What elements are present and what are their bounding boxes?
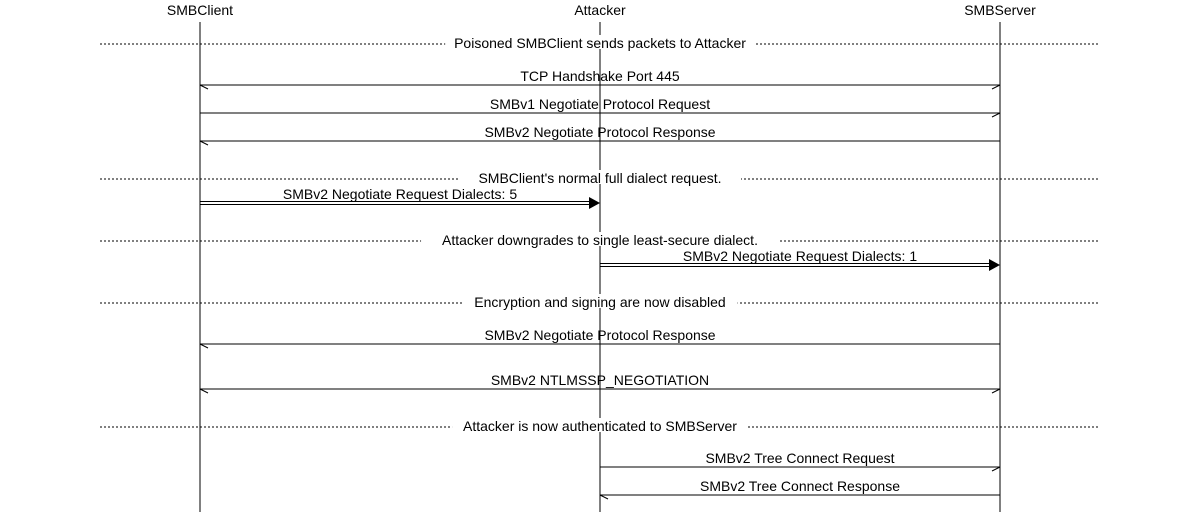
divider-label-bg bbox=[459, 170, 741, 184]
message-1: TCP Handshake Port 445 bbox=[199, 68, 1001, 90]
divider-label-bg bbox=[462, 294, 738, 308]
message-2: SMBv1 Negotiate Protocol Request bbox=[200, 96, 1001, 118]
message-label: TCP Handshake Port 445 bbox=[520, 68, 679, 84]
arrowhead-open bbox=[599, 494, 609, 500]
divider-label: Attacker is now authenticated to SMBServ… bbox=[463, 418, 737, 434]
divider-0: Poisoned SMBClient sends packets to Atta… bbox=[100, 35, 1100, 51]
message-13: SMBv2 Tree Connect Response bbox=[599, 478, 1000, 500]
message-3: SMBv2 Negotiate Protocol Response bbox=[199, 124, 1000, 146]
divider-label: SMBClient's normal full dialect request. bbox=[478, 170, 721, 186]
arrowhead-open bbox=[991, 388, 1001, 394]
message-label: SMBv2 Negotiate Request Dialects: 5 bbox=[283, 186, 517, 202]
arrowhead-filled bbox=[589, 197, 600, 209]
divider-label-bg bbox=[452, 418, 748, 432]
divider-label-bg bbox=[445, 35, 755, 49]
divider-6: Attacker downgrades to single least-secu… bbox=[100, 232, 1100, 248]
divider-label: Poisoned SMBClient sends packets to Atta… bbox=[454, 35, 746, 51]
arrowhead-open bbox=[991, 466, 1001, 472]
arrowhead-open bbox=[199, 84, 209, 90]
message-label: SMBv2 Tree Connect Response bbox=[700, 478, 900, 494]
divider-11: Attacker is now authenticated to SMBServ… bbox=[100, 418, 1100, 434]
arrowhead-open bbox=[991, 112, 1001, 118]
divider-label: Encryption and signing are now disabled bbox=[474, 294, 725, 310]
participant-server-label: SMBServer bbox=[964, 2, 1036, 18]
divider-8: Encryption and signing are now disabled bbox=[100, 294, 1100, 310]
message-7: SMBv2 Negotiate Request Dialects: 1 bbox=[600, 248, 1000, 271]
message-label: SMBv2 NTLMSSP_NEGOTIATION bbox=[491, 372, 709, 388]
dividers: Poisoned SMBClient sends packets to Atta… bbox=[100, 35, 1100, 434]
arrowhead-filled bbox=[989, 259, 1000, 271]
arrowhead-open bbox=[199, 343, 209, 349]
message-label: SMBv2 Negotiate Request Dialects: 1 bbox=[683, 248, 917, 264]
arrowhead-open bbox=[199, 140, 209, 146]
participant-attacker-label: Attacker bbox=[574, 2, 626, 18]
message-5: SMBv2 Negotiate Request Dialects: 5 bbox=[200, 186, 600, 209]
message-10: SMBv2 NTLMSSP_NEGOTIATION bbox=[199, 372, 1001, 394]
divider-4: SMBClient's normal full dialect request. bbox=[100, 170, 1100, 186]
arrowhead-open bbox=[991, 84, 1001, 90]
divider-label-bg bbox=[421, 232, 779, 246]
participant-client-label: SMBClient bbox=[167, 2, 233, 18]
arrowhead-open bbox=[199, 388, 209, 394]
message-label: SMBv2 Negotiate Protocol Response bbox=[484, 327, 715, 343]
message-label: SMBv2 Tree Connect Request bbox=[705, 450, 894, 466]
message-9: SMBv2 Negotiate Protocol Response bbox=[199, 327, 1000, 349]
message-label: SMBv1 Negotiate Protocol Request bbox=[490, 96, 710, 112]
divider-label: Attacker downgrades to single least-secu… bbox=[442, 232, 758, 248]
message-label: SMBv2 Negotiate Protocol Response bbox=[484, 124, 715, 140]
message-12: SMBv2 Tree Connect Request bbox=[600, 450, 1001, 472]
